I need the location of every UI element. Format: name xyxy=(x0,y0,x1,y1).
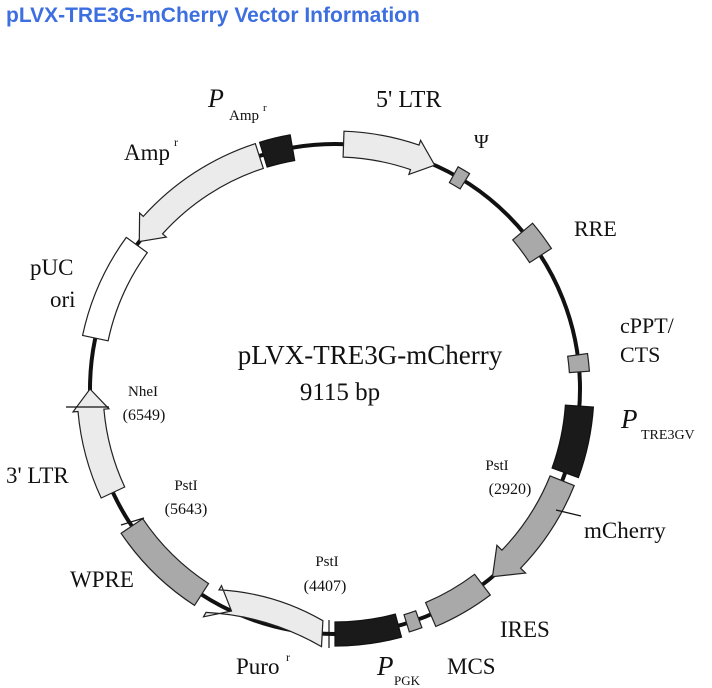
psti-2920-tick xyxy=(555,509,582,517)
psti-5643-pos: (5643) xyxy=(165,501,208,518)
mcherry-label: mCherry xyxy=(584,518,666,543)
plasmid-name: pLVX-TRE3G-mCherry xyxy=(238,340,503,370)
puro-sup: r xyxy=(286,650,290,664)
page-title: pLVX-TRE3G-mCherry Vector Information xyxy=(6,4,420,27)
feature-puro[interactable] xyxy=(202,584,324,648)
feature-puc-ori[interactable] xyxy=(81,236,149,342)
feature-mcherry[interactable] xyxy=(491,475,575,578)
ampr-sup: r xyxy=(174,135,178,149)
amp-promoter-p: P xyxy=(207,84,224,113)
wpre-label: WPRE xyxy=(70,567,134,592)
feature-5-ltr[interactable] xyxy=(342,130,436,176)
cppt-label-line1: cPPT/ xyxy=(620,313,675,338)
cppt-label-line2: CTS xyxy=(620,342,660,367)
ires-label: IRES xyxy=(500,617,550,642)
psti-5643-name: PstI xyxy=(174,478,197,494)
psi-label: Ψ xyxy=(474,131,489,153)
ampr-label: Amp xyxy=(124,140,170,165)
nhei-6549-name: NheI xyxy=(128,384,158,400)
feature-ampr[interactable] xyxy=(138,142,265,243)
psti-2920-name: PstI xyxy=(485,458,508,474)
pgk-p: P xyxy=(376,651,394,681)
psti-5643-tick xyxy=(120,517,145,526)
ltr5-label: 5' LTR xyxy=(376,87,441,113)
feature-rre[interactable] xyxy=(511,222,553,264)
amp-promoter-sub: Amp xyxy=(229,108,259,124)
psti-4407-pos: (4407) xyxy=(304,578,347,595)
ltr3-label: 3' LTR xyxy=(6,463,69,488)
plasmid-size: 9115 bp xyxy=(300,379,380,406)
psti-4407-name: PstI xyxy=(315,554,338,570)
feature-psi[interactable] xyxy=(448,165,471,190)
psti-2920-pos: (2920) xyxy=(489,481,532,498)
feature-pgk-promoter[interactable] xyxy=(334,613,403,647)
nhei-6549-pos: (6549) xyxy=(123,407,166,424)
feature-amp-promoter[interactable] xyxy=(258,134,296,168)
puc-label-line1: pUC xyxy=(30,255,73,280)
feature-wpre[interactable] xyxy=(120,517,210,607)
puro-label: Puro xyxy=(236,654,279,679)
pgk-sub: PGK xyxy=(394,673,421,688)
feature-mcs[interactable] xyxy=(403,610,423,633)
mcs-label: MCS xyxy=(447,654,496,679)
feature-ires[interactable] xyxy=(424,573,492,628)
feature-3-ltr[interactable] xyxy=(71,388,126,499)
amp-promoter-sup: r xyxy=(263,102,267,114)
feature-cppt-cts[interactable] xyxy=(567,352,591,374)
tre3gv-p: P xyxy=(620,404,638,434)
puc-label-line2: ori xyxy=(50,287,76,312)
rre-label: RRE xyxy=(574,216,617,241)
tre3gv-sub: TRE3GV xyxy=(641,428,695,443)
feature-tre3gv-promoter[interactable] xyxy=(551,404,595,479)
